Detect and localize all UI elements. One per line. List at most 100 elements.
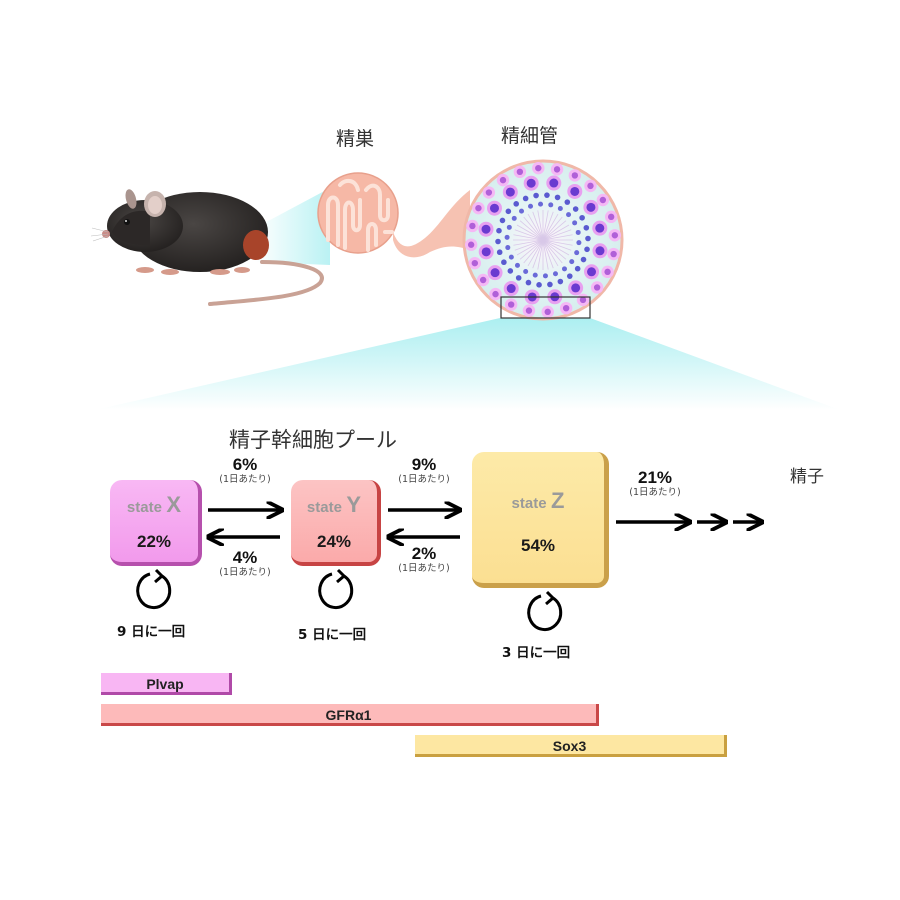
- tubule-cell: [611, 232, 619, 239]
- tubule-cell: [557, 205, 563, 211]
- tubule-cell: [587, 267, 597, 277]
- marker-sox3-label: Sox3: [552, 738, 587, 754]
- rate-y-to-x-value: 4%: [232, 548, 258, 567]
- cycle-z-label: 3 日に一回: [502, 645, 571, 661]
- tubule-cell: [481, 224, 491, 234]
- testis-illustration: [317, 172, 470, 258]
- tubule-lumen-line: [542, 239, 570, 256]
- tubule-cell: [554, 194, 561, 201]
- tubule-cell: [516, 168, 524, 176]
- state-z-word: state: [511, 495, 547, 512]
- tubule-lumen-line: [542, 239, 563, 264]
- tubule-cell: [544, 308, 551, 316]
- rate-z-to-sperm-unit: (1日あたり): [629, 487, 681, 498]
- tubule-cell: [571, 283, 581, 293]
- tubule-cell: [506, 224, 512, 230]
- rate-z-to-y: 2% (1日あたり): [379, 545, 469, 575]
- tubule-cell: [525, 307, 533, 314]
- tubule-cell: [561, 266, 567, 272]
- tubule-cell: [467, 241, 475, 248]
- tubule-lumen-line: [542, 210, 549, 241]
- tubule-cell: [533, 192, 539, 199]
- tubule-cell: [506, 284, 516, 294]
- tubule-cell: [505, 187, 515, 197]
- tubule-cell: [562, 304, 570, 312]
- tubule-cell: [566, 212, 572, 218]
- sperm-label: 精子: [790, 467, 824, 487]
- state-z-percent: 54%: [520, 536, 556, 555]
- tubule-cell: [507, 301, 515, 308]
- tubule-cell: [610, 250, 617, 258]
- testis-highlight: [243, 230, 269, 260]
- tubule-lumen-line: [519, 239, 544, 260]
- tubule-lumen-line: [542, 224, 570, 241]
- cycle-y-label: 5 日に一回: [298, 627, 367, 643]
- rate-x-to-y-unit: (1日あたり): [219, 474, 271, 485]
- tubule-cell: [496, 227, 502, 234]
- tubule-lumen-line: [514, 239, 544, 251]
- state-y-percent: 24%: [316, 532, 352, 551]
- tubule-cell: [469, 222, 476, 230]
- tubule-cell: [583, 224, 590, 231]
- tubule-cell: [572, 206, 579, 212]
- tubule-cell: [508, 254, 514, 260]
- tubule-cell: [587, 182, 594, 190]
- tubule-cell: [479, 276, 487, 284]
- tubule-lumen-line: [527, 213, 544, 241]
- tubule-cell: [532, 272, 538, 278]
- tubule-cell: [599, 196, 607, 204]
- testis-duct: [393, 190, 470, 258]
- tubule-cell: [579, 214, 585, 221]
- rate-z-to-y-unit: (1日あたり): [398, 563, 450, 574]
- rate-z-to-sperm-value: 21%: [637, 468, 673, 487]
- tubule-cell: [574, 250, 580, 256]
- tubule-cell: [542, 273, 548, 279]
- tubule-cell: [501, 259, 507, 266]
- tubule-cell: [569, 259, 575, 265]
- state-z-letter: Z: [551, 488, 565, 513]
- tubule-cell: [585, 235, 591, 242]
- tubule-cell: [504, 234, 510, 240]
- tubule-lumen-line: [542, 229, 572, 241]
- tubule-lumen-line: [516, 239, 544, 256]
- tubule-lumen-line: [513, 234, 544, 241]
- rate-x-to-y: 6% (1日あたり): [200, 456, 290, 486]
- tubule-cell: [513, 201, 520, 207]
- tubule-cell: [489, 203, 499, 213]
- marker-bar-sox3: Sox3: [415, 735, 727, 757]
- tubule-cell: [595, 246, 605, 256]
- tubule-lumen-line: [542, 239, 567, 260]
- tubule-cell: [572, 220, 578, 226]
- self-renewal-loop-x: [136, 572, 172, 610]
- marker-plvap-label: Plvap: [146, 676, 184, 692]
- rate-y-to-z-value: 9%: [411, 455, 437, 474]
- rate-z-to-sperm: 21% (1日あたり): [610, 469, 700, 499]
- tubule-cell: [535, 164, 542, 172]
- anatomy-illustration: [90, 159, 840, 410]
- tubule-cell: [607, 213, 615, 221]
- tubule-cell: [579, 296, 587, 304]
- tubule-cell: [515, 275, 522, 281]
- tubule-cross-section: [462, 159, 624, 321]
- tubule-lumen-line: [542, 239, 549, 270]
- tubule-cell: [522, 195, 529, 202]
- rate-y-to-z: 9% (1日あたり): [379, 456, 469, 486]
- state-y-box: state Y 24%: [291, 480, 381, 566]
- self-renewal-loop-z: [527, 594, 563, 632]
- self-renewal-loop-y: [318, 572, 354, 610]
- tubule-cell: [549, 178, 559, 188]
- tubule-cell: [511, 215, 517, 221]
- rate-y-to-z-unit: (1日あたり): [398, 474, 450, 485]
- tubule-cell: [574, 265, 581, 272]
- tubule-cell: [575, 229, 581, 235]
- tubule-cell: [507, 268, 514, 274]
- tubule-lumen-line: [513, 239, 544, 246]
- state-z-box: state Z 54%: [472, 452, 609, 588]
- tubule-cell: [526, 178, 536, 188]
- tubule-cell: [566, 273, 573, 279]
- stem-cell-pool-title: 精子幹細胞プール: [229, 428, 397, 452]
- tubule-cell: [557, 278, 564, 285]
- tubule-cell: [544, 192, 550, 198]
- tubule-cell: [584, 246, 590, 253]
